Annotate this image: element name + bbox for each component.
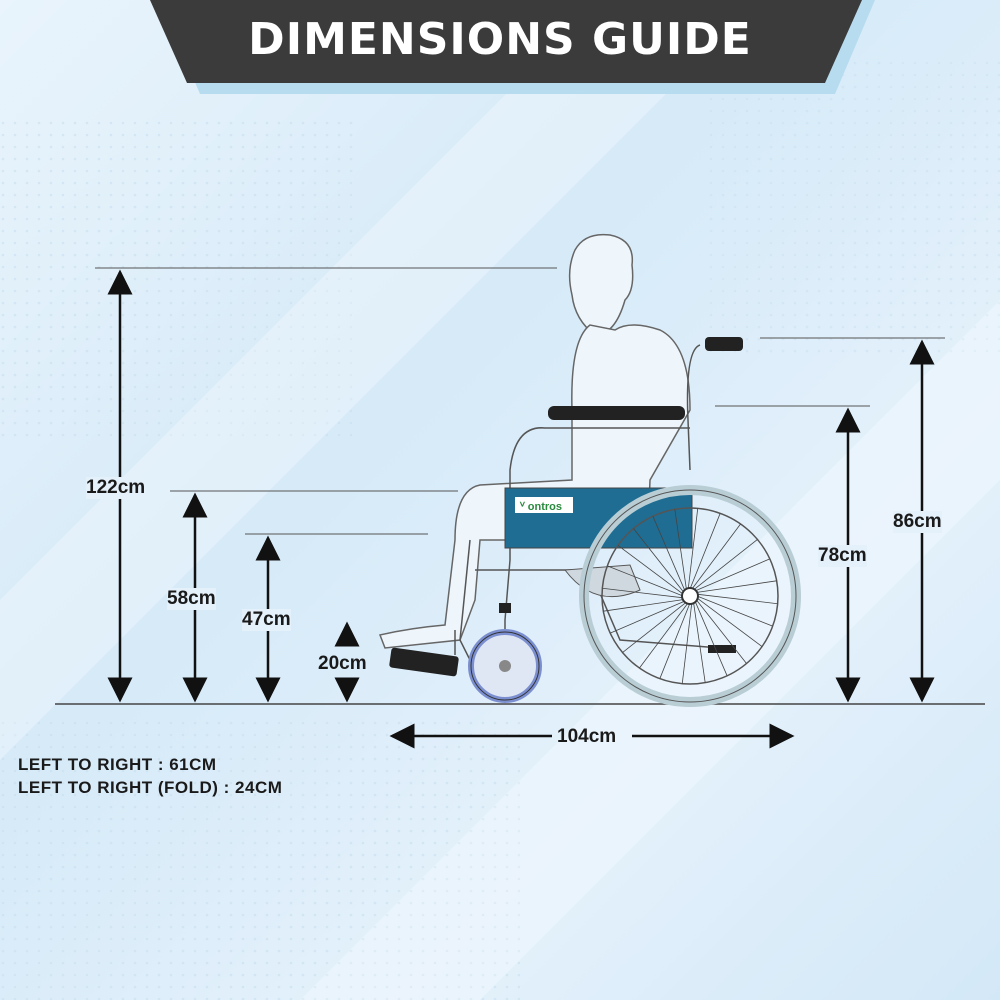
wheel-spoke	[602, 587, 684, 599]
wheelchair-frame	[454, 344, 721, 665]
page-title: DIMENSIONS GUIDE	[248, 14, 752, 65]
wheel-spoke	[617, 545, 684, 595]
wheel-spoke	[687, 508, 699, 590]
label-length: 104cm	[557, 726, 617, 747]
footrest	[389, 647, 459, 677]
wheel-spoke	[681, 602, 693, 684]
note-width: LEFT TO RIGHT : 61CM	[18, 755, 217, 774]
armrest-pad	[548, 406, 685, 420]
wheel-spoke	[696, 597, 763, 647]
dot-pattern	[0, 120, 360, 440]
wheel-spoke	[691, 523, 741, 590]
push-handle	[705, 337, 743, 351]
wheel-spoke	[693, 539, 758, 591]
dot-pattern	[700, 60, 1000, 360]
wheel-spoke	[659, 602, 691, 679]
label-armrest-front: 47cm	[242, 609, 291, 631]
front-caster-wheel	[468, 603, 542, 703]
label-handle-height: 86cm	[893, 511, 942, 533]
label-seat-height: 58cm	[167, 588, 216, 610]
wheel-spoke	[694, 600, 728, 676]
label-armrest-height: 78cm	[818, 545, 867, 567]
wheel-spoke	[696, 593, 778, 605]
wheel-spoke	[607, 565, 684, 597]
bg-stripe	[300, 300, 1000, 1000]
wheel-spoke	[693, 602, 706, 683]
wheel-spoke	[622, 601, 687, 653]
wheel-spoke	[603, 599, 684, 612]
wheel-spoke	[695, 599, 747, 664]
note-folded-width: LEFT TO RIGHT (FOLD) : 24CM	[18, 778, 283, 797]
brand-logo	[515, 497, 573, 513]
wheel-spoke	[689, 513, 721, 590]
rear-wheel	[579, 485, 801, 707]
label-total-height: 122cm	[86, 477, 146, 499]
guide-lines	[95, 267, 945, 535]
wheel-spoke	[633, 528, 685, 593]
wheel-spoke	[696, 580, 777, 593]
brand-logo-text: ⱽ ontros	[519, 501, 562, 513]
header: DIMENSIONS GUIDE	[0, 0, 1000, 100]
wheel-spoke	[674, 509, 687, 590]
wheel-spoke	[652, 516, 686, 592]
person-outline	[378, 233, 691, 649]
wheel-spoke	[639, 602, 689, 669]
header-banner	[150, 0, 862, 83]
wheel-spoke	[694, 558, 770, 592]
wheel-spoke	[610, 600, 686, 634]
wheel-spoke	[696, 595, 773, 627]
dot-pattern	[0, 720, 520, 1000]
brake	[708, 645, 736, 653]
label-footrest-height: 20cm	[318, 653, 367, 674]
